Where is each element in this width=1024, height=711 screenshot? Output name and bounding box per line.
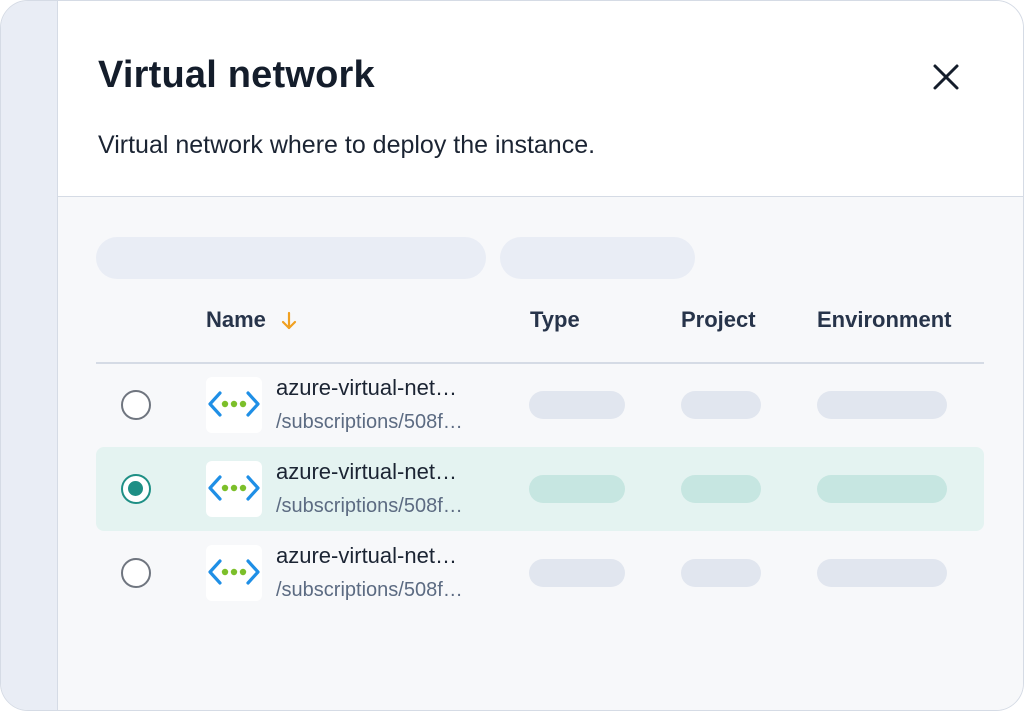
azure-virtual-network-icon (206, 461, 262, 517)
vnet-name: azure-virtual-net… (276, 459, 457, 484)
type-placeholder (529, 475, 625, 503)
environment-placeholder (817, 559, 947, 587)
column-header-project[interactable]: Project (681, 307, 756, 332)
row-radio[interactable] (121, 390, 151, 420)
dialog-subtitle: Virtual network where to deploy the inst… (98, 131, 596, 159)
table-header-divider (96, 362, 984, 364)
side-strip (1, 1, 58, 710)
arrow-down-icon[interactable] (280, 311, 298, 331)
table-row-selected[interactable]: azure-virtual-net… /subscriptions/508f… (96, 447, 984, 531)
filter-placeholder[interactable] (500, 237, 695, 279)
vnet-name: azure-virtual-net… (276, 375, 457, 400)
azure-virtual-network-icon (206, 545, 262, 601)
row-radio-checked[interactable] (121, 474, 151, 504)
type-placeholder (529, 391, 625, 419)
environment-placeholder (817, 475, 947, 503)
environment-placeholder (817, 391, 947, 419)
project-placeholder (681, 391, 761, 419)
vnet-path: /subscriptions/508f… (276, 495, 463, 517)
vnet-path: /subscriptions/508f… (276, 579, 463, 601)
azure-virtual-network-icon (206, 377, 262, 433)
project-placeholder (681, 475, 761, 503)
dialog-body: Name Type Project Environment azure-virt… (58, 197, 1023, 710)
column-header-type[interactable]: Type (530, 307, 580, 332)
type-placeholder (529, 559, 625, 587)
vnet-path: /subscriptions/508f… (276, 411, 463, 433)
column-header-environment[interactable]: Environment (817, 307, 952, 332)
table-row[interactable]: azure-virtual-net… /subscriptions/508f… (96, 363, 984, 447)
close-button[interactable] (926, 57, 966, 97)
close-icon[interactable] (926, 57, 966, 97)
filter-placeholder[interactable] (96, 237, 486, 279)
dialog-title: Virtual network (98, 54, 375, 96)
table-row[interactable]: azure-virtual-net… /subscriptions/508f… (96, 531, 984, 615)
row-radio[interactable] (121, 558, 151, 588)
column-header-name[interactable]: Name (206, 307, 266, 332)
dialog-header: Virtual network Virtual network where to… (58, 1, 1023, 197)
vnet-name: azure-virtual-net… (276, 543, 457, 568)
project-placeholder (681, 559, 761, 587)
